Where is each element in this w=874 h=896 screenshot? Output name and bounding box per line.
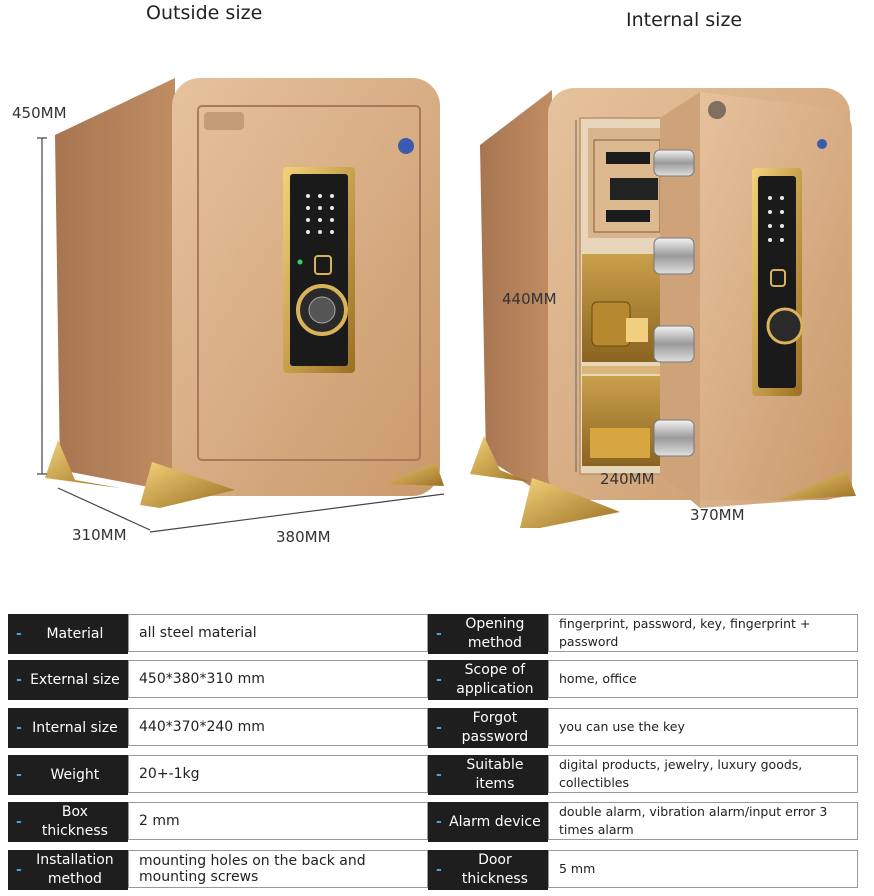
spec-row: -Internal size 440*370*240 mm -Forgot pa… xyxy=(8,708,858,750)
spec-label: -Installation method xyxy=(8,850,128,890)
spec-label: -Box thickness xyxy=(8,802,128,842)
safe-illustration xyxy=(37,78,856,533)
spec-label: -External size xyxy=(8,660,128,700)
internal-size-caption: Internal size xyxy=(626,9,743,31)
spec-value: 2 mm xyxy=(128,802,428,840)
spec-row: -Installation method mounting holes on t… xyxy=(8,850,858,892)
spec-value: 440*370*240 mm xyxy=(128,708,428,746)
spec-value: 20+-1kg xyxy=(128,755,428,793)
spec-value: you can use the key xyxy=(548,708,858,746)
spec-value: mounting holes on the back and mounting … xyxy=(128,850,428,888)
outside-depth-label: 310MM xyxy=(72,526,127,544)
spec-value: all steel material xyxy=(128,614,428,652)
spec-row: -Material all steel material -Opening me… xyxy=(8,614,858,656)
spec-label: -Alarm device xyxy=(428,802,548,842)
spec-value: fingerprint, password, key, fingerprint … xyxy=(548,614,858,652)
spec-row: -Box thickness 2 mm -Alarm device double… xyxy=(8,802,858,844)
spec-value: digital products, jewelry, luxury goods,… xyxy=(548,755,858,793)
outside-safe xyxy=(37,78,445,533)
spec-value: home, office xyxy=(548,660,858,698)
spec-value: 5 mm xyxy=(548,850,858,888)
spec-value: 450*380*310 mm xyxy=(128,660,428,698)
outside-size-caption: Outside size xyxy=(146,2,263,24)
internal-safe xyxy=(470,88,856,528)
outside-width-label: 380MM xyxy=(276,528,331,546)
inside-height-label: 440MM xyxy=(502,290,557,308)
spec-label: -Suitable items xyxy=(428,755,548,795)
spec-row: -Weight 20+-1kg -Suitable items digital … xyxy=(8,755,858,797)
spec-label: -Scope of application xyxy=(428,660,548,700)
spec-label: -Opening method xyxy=(428,614,548,654)
spec-row: -External size 450*380*310 mm -Scope of … xyxy=(8,660,858,702)
inside-depth-label: 240MM xyxy=(600,470,655,488)
spec-label: -Internal size xyxy=(8,708,128,748)
spec-label: -Weight xyxy=(8,755,128,795)
inside-width-label: 370MM xyxy=(690,506,745,524)
spec-value: double alarm, vibration alarm/input erro… xyxy=(548,802,858,840)
spec-label: -Door thickness xyxy=(428,850,548,890)
outside-height-label: 450MM xyxy=(12,104,67,122)
spec-label: -Forgot password xyxy=(428,708,548,748)
spec-label: -Material xyxy=(8,614,128,654)
